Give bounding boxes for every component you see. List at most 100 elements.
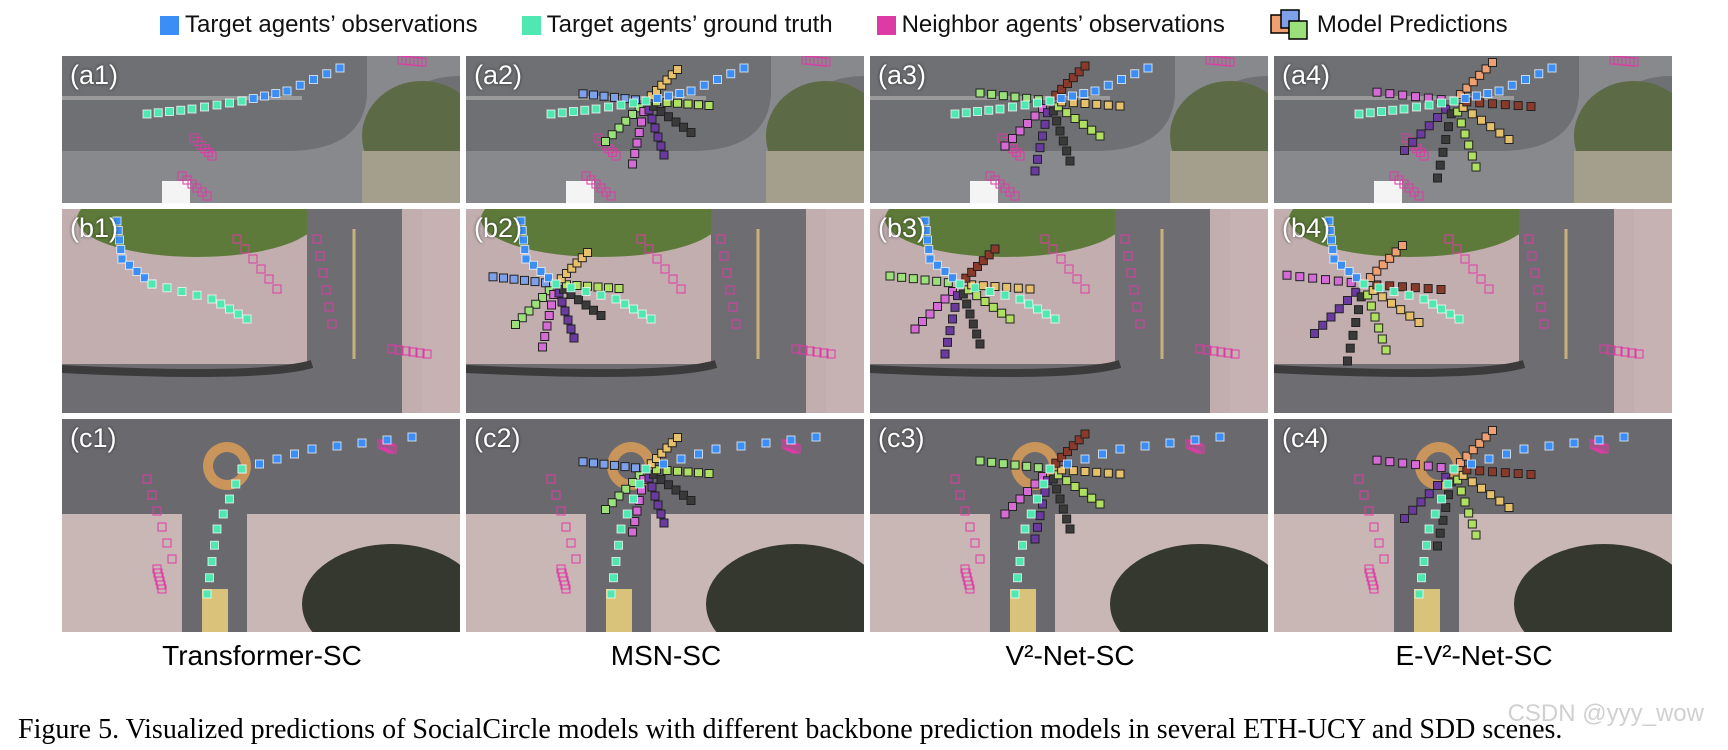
ground-truth-mark <box>1431 510 1439 518</box>
observation-mark <box>383 436 391 444</box>
prediction-mark <box>1036 512 1044 520</box>
prediction-mark <box>1116 102 1124 110</box>
prediction-mark <box>633 139 641 147</box>
ground-truth-mark <box>206 574 214 582</box>
prediction-mark <box>1309 274 1317 282</box>
prediction-mark <box>582 301 590 309</box>
aerial-scene <box>870 209 1268 413</box>
stacked-prediction-squares-icon <box>1269 9 1311 41</box>
ground-truth-mark <box>1034 495 1042 503</box>
prediction-mark <box>1041 488 1049 496</box>
prediction-mark <box>966 310 974 318</box>
prediction-mark <box>934 303 942 311</box>
ground-truth-mark <box>1366 109 1374 117</box>
prediction-mark <box>1399 242 1407 250</box>
ground-truth-mark <box>642 97 650 105</box>
prediction-mark <box>654 501 662 509</box>
prediction-mark <box>521 276 529 284</box>
panel-label: (b4) <box>1282 213 1330 244</box>
ground-truth-mark <box>951 110 959 118</box>
observation-mark <box>1057 95 1065 103</box>
ground-truth-mark <box>1425 525 1433 533</box>
ground-truth-mark <box>597 291 605 299</box>
ground-truth-mark <box>612 558 620 566</box>
prediction-mark <box>648 483 656 491</box>
panel-c1: (c1) <box>62 419 460 632</box>
prediction-mark <box>1034 155 1042 163</box>
prediction-mark <box>1053 485 1061 493</box>
observation-mark <box>1595 436 1603 444</box>
ground-truth-mark <box>1009 103 1017 111</box>
prediction-mark <box>600 92 608 100</box>
observation-mark <box>310 76 318 84</box>
ground-truth-mark <box>148 280 156 288</box>
prediction-mark <box>949 315 957 323</box>
ground-truth-mark <box>238 465 246 473</box>
observation-mark <box>1104 81 1112 89</box>
prediction-mark <box>988 90 996 98</box>
ground-truth-mark <box>1413 103 1421 111</box>
panel-label: (c1) <box>70 423 117 454</box>
ground-truth-mark <box>1042 310 1050 318</box>
ground-truth-mark <box>623 510 631 518</box>
ground-truth-mark <box>226 495 234 503</box>
prediction-mark <box>541 333 549 341</box>
ground-truth-mark <box>630 99 638 107</box>
observation-mark <box>261 92 269 100</box>
observation-mark <box>949 274 957 282</box>
prediction-mark <box>1505 136 1513 144</box>
prediction-mark <box>1056 127 1064 135</box>
observation-mark <box>530 261 538 269</box>
ground-truth-mark <box>1450 465 1458 473</box>
prediction-mark <box>999 460 1007 468</box>
aerial-scene <box>62 209 460 413</box>
prediction-mark <box>1373 88 1381 96</box>
prediction-mark <box>1063 109 1071 117</box>
prediction-mark <box>1003 283 1011 291</box>
prediction-mark <box>1322 276 1330 284</box>
panel-c3: (c3) <box>870 419 1268 632</box>
prediction-mark <box>648 115 656 123</box>
observation-mark <box>695 450 703 458</box>
prediction-mark <box>680 491 688 499</box>
panel-label: (a4) <box>1282 60 1330 91</box>
ground-truth-mark <box>243 315 251 323</box>
ground-truth-mark <box>1375 284 1383 292</box>
prediction-mark <box>1093 100 1101 108</box>
observation-mark <box>291 450 299 458</box>
prediction-mark <box>963 300 971 308</box>
prediction-mark <box>1434 542 1442 550</box>
ground-truth-mark <box>208 295 216 303</box>
prediction-mark <box>687 129 695 137</box>
figure-grid: (a1)(a2)(a3)(a4)(b1)(b2)(b3)(b4)(c1)(c2)… <box>62 56 1676 632</box>
prediction-mark <box>665 481 673 489</box>
prediction-mark <box>1489 468 1497 476</box>
prediction-mark <box>973 330 981 338</box>
observation-mark <box>1520 445 1528 453</box>
prediction-mark <box>1116 470 1124 478</box>
prediction-mark <box>548 301 556 309</box>
prediction-mark <box>886 272 894 280</box>
prediction-mark <box>1478 484 1486 492</box>
prediction-mark <box>1104 101 1112 109</box>
observation-mark <box>141 274 149 282</box>
ground-truth-mark <box>1420 295 1428 303</box>
prediction-mark <box>1296 273 1304 281</box>
prediction-mark <box>629 528 637 536</box>
prediction-mark <box>1461 130 1469 138</box>
prediction-mark <box>1071 483 1079 491</box>
prediction-mark <box>1439 516 1447 524</box>
prediction-mark <box>674 66 682 74</box>
prediction-mark <box>1436 529 1444 537</box>
ground-truth-mark <box>154 109 162 117</box>
ground-truth-mark <box>188 105 196 113</box>
ground-truth-mark <box>1014 574 1022 582</box>
ground-truth-mark <box>1021 525 1029 533</box>
observation-mark <box>762 439 770 447</box>
prediction-mark <box>1375 324 1383 332</box>
prediction-mark <box>545 312 553 320</box>
prediction-mark <box>1344 297 1352 305</box>
observation-mark <box>941 268 949 276</box>
prediction-mark <box>631 518 639 526</box>
panel-b4: (b4) <box>1274 209 1672 413</box>
